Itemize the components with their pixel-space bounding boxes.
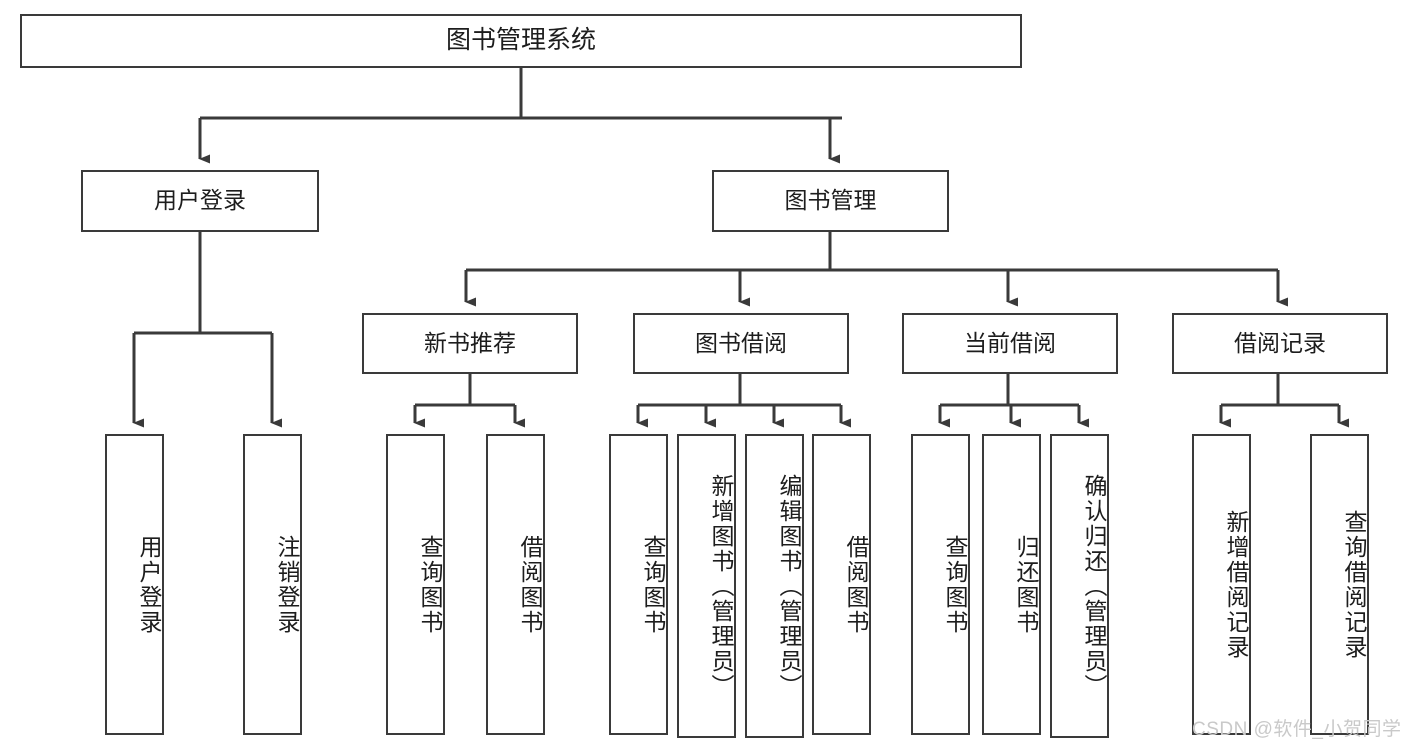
edges-currentborrow-to-leaves: [938, 374, 1089, 428]
node-book-manage-label: 图书管理: [784, 187, 877, 214]
node-leaf-borrow-book-recommend[interactable]: 借阅图书: [486, 434, 545, 735]
node-book-borrow-label: 图书借阅: [695, 329, 787, 356]
node-leaf-user-login-label: 用户登录: [136, 534, 162, 635]
node-user-login[interactable]: 用户登录: [81, 170, 319, 232]
node-leaf-edit-book-admin-label: 编辑图书（管理员）: [776, 473, 802, 699]
edges-bookborrow-to-leaves: [636, 374, 851, 428]
node-borrow-record[interactable]: 借阅记录: [1172, 313, 1388, 374]
node-leaf-borrow-book-recommend-label: 借阅图书: [517, 534, 543, 635]
node-leaf-confirm-return-admin[interactable]: 确认归还（管理员）: [1050, 434, 1109, 738]
node-new-book-recommend-label: 新书推荐: [424, 329, 516, 356]
node-leaf-confirm-return-admin-label: 确认归还（管理员）: [1081, 473, 1107, 699]
node-leaf-query-book-recommend-label: 查询图书: [417, 534, 443, 635]
node-borrow-record-label: 借阅记录: [1234, 329, 1326, 356]
node-leaf-add-book-admin-label: 新增图书（管理员）: [708, 473, 734, 699]
node-leaf-query-book-current[interactable]: 查询图书: [911, 434, 970, 735]
node-leaf-query-borrow-record[interactable]: 查询借阅记录: [1310, 434, 1369, 735]
node-leaf-query-book-borrow-label: 查询图书: [640, 534, 666, 635]
node-leaf-query-borrow-record-label: 查询借阅记录: [1341, 509, 1367, 660]
node-book-manage[interactable]: 图书管理: [712, 170, 949, 232]
node-book-borrow[interactable]: 图书借阅: [633, 313, 849, 374]
node-leaf-user-login[interactable]: 用户登录: [105, 434, 164, 735]
node-leaf-add-borrow-record-label: 新增借阅记录: [1223, 509, 1249, 660]
node-new-book-recommend[interactable]: 新书推荐: [362, 313, 578, 374]
node-leaf-return-book[interactable]: 归还图书: [982, 434, 1041, 735]
node-user-login-label: 用户登录: [154, 187, 246, 214]
node-leaf-borrow-book[interactable]: 借阅图书: [812, 434, 871, 735]
node-leaf-add-book-admin[interactable]: 新增图书（管理员）: [677, 434, 736, 738]
node-leaf-query-book-borrow[interactable]: 查询图书: [609, 434, 668, 735]
node-leaf-add-borrow-record[interactable]: 新增借阅记录: [1192, 434, 1251, 735]
node-leaf-return-book-label: 归还图书: [1013, 534, 1039, 635]
node-current-borrow-label: 当前借阅: [964, 329, 1056, 356]
edges-root-to-level2: [198, 68, 842, 164]
edges-newbook-to-leaves: [413, 374, 525, 428]
node-leaf-user-logout-label: 注销登录: [274, 534, 300, 635]
node-leaf-query-book-recommend[interactable]: 查询图书: [386, 434, 445, 735]
node-leaf-user-logout[interactable]: 注销登录: [243, 434, 302, 735]
edges-userlogin-to-leaves: [132, 232, 282, 428]
edges-bookmanage-to-level3: [464, 232, 1288, 307]
node-root-book-management-system[interactable]: 图书管理系统: [20, 14, 1022, 68]
csdn-watermark: CSDN @软件_小贺同学: [1192, 719, 1402, 740]
node-root-label: 图书管理系统: [445, 26, 596, 55]
edges-borrowrecord-to-leaves: [1219, 374, 1349, 428]
node-leaf-query-book-current-label: 查询图书: [942, 534, 968, 635]
node-current-borrow[interactable]: 当前借阅: [902, 313, 1118, 374]
node-leaf-edit-book-admin[interactable]: 编辑图书（管理员）: [745, 434, 804, 738]
node-leaf-borrow-book-label: 借阅图书: [843, 534, 869, 635]
